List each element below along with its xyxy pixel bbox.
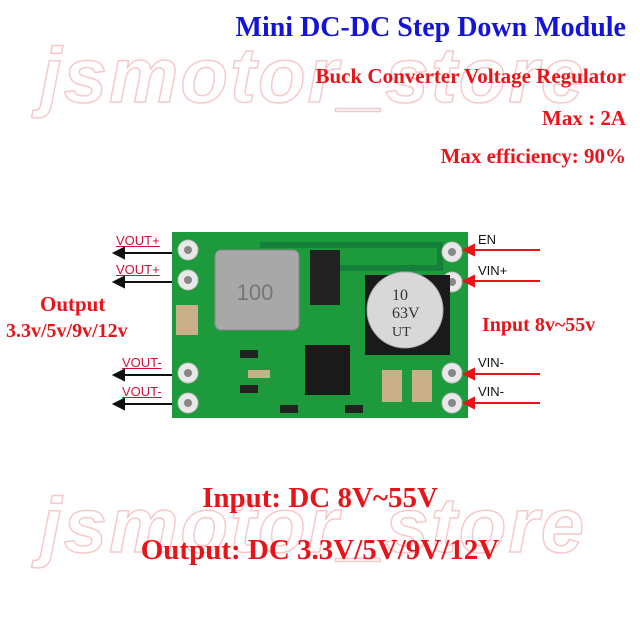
pin-label-vout-minus-1: VOUT-: [122, 355, 162, 370]
page-title: Mini DC-DC Step Down Module: [235, 12, 626, 43]
pin-label-vin-minus-2: VIN-: [478, 384, 504, 399]
capacitor-marking-1: 10: [392, 287, 408, 304]
pin-label-en: EN: [478, 232, 497, 247]
input-spec: Input: DC 8V~55V: [202, 482, 438, 514]
pin-label-vout-minus-2: VOUT-: [122, 384, 162, 399]
capacitor-marking-2: 63V: [392, 305, 420, 322]
inductor-marking: 100: [237, 280, 274, 305]
output-spec: Output: DC 3.3V/5V/9V/12V: [140, 534, 500, 566]
capacitor-marking-3: UT: [392, 325, 411, 340]
output-label: Output: [40, 292, 106, 316]
subtitle: Buck Converter Voltage Regulator: [315, 64, 627, 88]
pin-label-vout-plus-1: VOUT+: [116, 233, 160, 248]
pin-label-vout-plus-2: VOUT+: [116, 262, 160, 277]
watermark-bottom: jsmotor_store: [39, 480, 587, 570]
max-efficiency: Max efficiency: 90%: [440, 144, 626, 168]
output-values: 3.3v/5v/9v/12v: [6, 320, 128, 342]
pin-label-vin-plus: VIN+: [478, 263, 508, 278]
watermark-top: jsmotor_store: [39, 30, 587, 120]
input-label: Input 8v~55v: [482, 314, 596, 336]
pin-label-vin-minus-1: VIN-: [478, 355, 504, 370]
max-current: Max : 2A: [542, 106, 626, 130]
